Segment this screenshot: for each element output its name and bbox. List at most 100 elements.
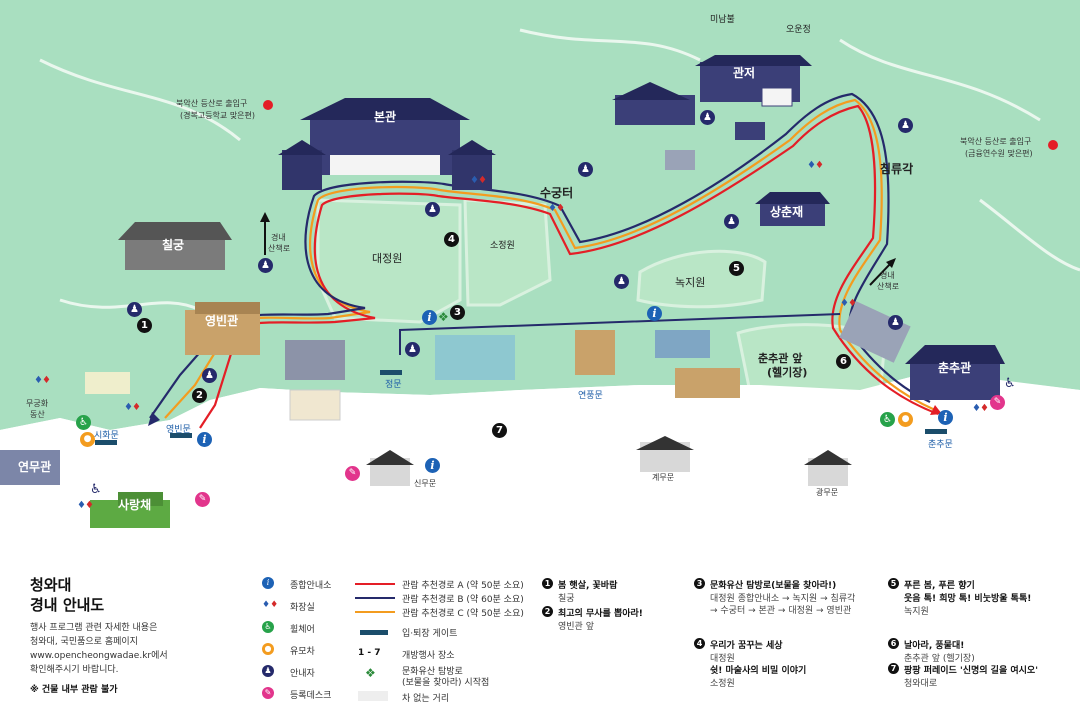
program-title-1: 봄 햇살, 꽃바람: [558, 581, 618, 591]
program-sub-1: 칠궁: [558, 594, 575, 604]
program-num-6: 6: [888, 638, 899, 649]
route-a-swatch: [355, 583, 395, 585]
label-nokjiwon: 녹지원: [675, 276, 706, 289]
program-sub-3: 대정원 종합안내소 → 녹지원 → 침류각: [710, 594, 856, 604]
guide-person-icon: ♟: [888, 315, 903, 330]
carfree-swatch: [358, 691, 388, 701]
program-sub-3b: → 수궁터 → 본관 → 대정원 → 영빈관: [710, 606, 852, 616]
wheelchair-icon: ♿: [90, 482, 102, 497]
program-num-2: 2: [542, 606, 553, 617]
event-marker-3[interactable]: 3: [450, 305, 465, 320]
program-sub-4: 대정원: [710, 654, 735, 664]
legend-treasure-2: (보물을 찾아라) 시작점: [402, 678, 490, 688]
toilet-icon: ♦♦: [548, 203, 565, 214]
program-num-4: 4: [694, 638, 705, 649]
treasure-start-icon: ❖: [365, 666, 376, 680]
info-icon[interactable]: i: [647, 306, 662, 321]
registration-desk-icon: ✎: [345, 466, 360, 481]
route-b-swatch: [355, 597, 395, 599]
event-marker-7[interactable]: 7: [492, 423, 507, 438]
label-trail-right-1: 경내: [880, 271, 895, 280]
legend-venue-marker: 1 - 7: [358, 648, 381, 658]
label-heliport-line2: (헬기장): [767, 366, 808, 379]
stroller-icon: ●: [262, 643, 274, 655]
program-num-3: 3: [694, 578, 705, 589]
stroller-icon: ●: [898, 412, 913, 427]
program-title-4b: 쉿! 마술사의 비밀 이야기: [710, 666, 807, 676]
label-sangchunjae: 상춘재: [770, 205, 804, 219]
wheelchair-icon: ♿: [1004, 376, 1016, 391]
info-icon[interactable]: i: [422, 310, 437, 325]
registration-desk-icon: ✎: [262, 687, 274, 699]
toilet-icon: ♦♦: [840, 298, 857, 309]
map-graphic: [0, 0, 1080, 540]
program-title-6: 날아라, 풍물대!: [904, 641, 965, 651]
treasure-start-icon: ❖: [438, 310, 449, 324]
legend-wheelchair: 휠체어: [290, 625, 315, 635]
label-yeongbingwan: 영빈관: [205, 314, 239, 328]
guide-person-icon: ♟: [202, 368, 217, 383]
label-mugunghwa-line1: 무궁화: [26, 399, 49, 408]
stroller-icon: ●: [80, 432, 95, 447]
event-marker-4[interactable]: 4: [444, 232, 459, 247]
event-marker-1[interactable]: 1: [137, 318, 152, 333]
label-oounjeong: 오운정: [786, 25, 811, 35]
guide-person-icon: ♟: [405, 342, 420, 357]
building-yeongbingwan: [185, 302, 260, 355]
label-gwangmumun: 광무문: [816, 488, 839, 497]
campus-map: 본관 관저 칠궁 영빈관 상춘재 춘추관 사랑채 연무관 침류각 수궁터 대정원…: [0, 0, 1080, 540]
toilet-icon: ♦♦: [77, 500, 94, 511]
info-icon[interactable]: i: [425, 458, 440, 473]
gate-sihwamun: [95, 440, 117, 445]
legend-desc-1: 행사 프로그램 관련 자세한 내용은: [30, 623, 158, 633]
gate-yeongbinmun: [170, 433, 192, 438]
guide-person-icon: ♟: [898, 118, 913, 133]
legend-stroller: 유모차: [290, 647, 315, 657]
building-bongwan: [278, 98, 496, 190]
wheelchair-icon: ♿: [880, 412, 895, 427]
event-marker-5[interactable]: 5: [729, 261, 744, 276]
legend-venue: 개방행사 장소: [402, 651, 455, 661]
event-marker-6[interactable]: 6: [836, 354, 851, 369]
guide-person-icon: ♟: [614, 274, 629, 289]
event-marker-2[interactable]: 2: [192, 388, 207, 403]
legend-treasure-1: 문화유산 탐방로: [402, 667, 463, 677]
label-exit-left-2: (경복고등학교 맞은편): [180, 111, 256, 120]
legend-registration: 등록데스크: [290, 691, 332, 701]
guide-person-icon: ♟: [578, 162, 593, 177]
program-title-5: 푸른 봄, 푸른 향기: [904, 581, 975, 591]
registration-desk-icon: ✎: [990, 395, 1005, 410]
legend-desc-4: 확인해주시기 바랍니다.: [30, 665, 119, 675]
label-chunchugwan: 춘추관: [938, 361, 972, 375]
legend-route-c: 관람 추천경로 C (약 50분 소요): [402, 609, 524, 619]
label-exit-left-1: 북악산 등산로 출입구: [176, 99, 248, 108]
label-daejeongwon: 대정원: [372, 252, 403, 265]
label-trail-right-2: 산책로: [877, 282, 900, 291]
toilet-icon: ♦♦: [807, 160, 824, 171]
legend-carfree: 차 없는 거리: [402, 694, 450, 704]
legend-panel: 청와대 경내 안내도 행사 프로그램 관련 자세한 내용은 청와대, 국민품으로…: [0, 560, 1080, 705]
legend-title-1: 청와대: [30, 576, 72, 594]
label-gyemumun: 계무문: [652, 473, 675, 482]
label-sarangchae: 사랑채: [118, 498, 152, 512]
route-a-path: [199, 104, 939, 429]
info-icon[interactable]: i: [197, 432, 212, 447]
program-num-1: 1: [542, 578, 553, 589]
route-b-path: [149, 92, 931, 419]
legend-desc-3: www.opencheongwadae.kr에서: [30, 651, 168, 661]
building-gwanjeo: [612, 55, 812, 125]
program-sub-4b: 소정원: [710, 679, 735, 689]
route-c-path: [164, 98, 936, 419]
building-chilgung: [118, 222, 232, 270]
label-chilgung: 칠궁: [162, 238, 185, 252]
label-yeongbinmun: 영빈문: [166, 425, 191, 435]
legend-desc-2: 청와대, 국민품으로 홈페이지: [30, 637, 138, 647]
legend-note: ※ 건물 내부 관람 불가: [30, 685, 118, 695]
info-icon[interactable]: i: [938, 410, 953, 425]
program-title-5b: 웃음 톡! 희망 톡! 비눗방울 톡톡!: [904, 594, 1032, 604]
label-trail-left-2: 산책로: [268, 244, 291, 253]
label-bongwan: 본관: [374, 110, 397, 124]
label-sinmumun: 신무문: [414, 479, 437, 488]
registration-desk-icon: ✎: [195, 492, 210, 507]
gate-swatch: [360, 630, 388, 635]
